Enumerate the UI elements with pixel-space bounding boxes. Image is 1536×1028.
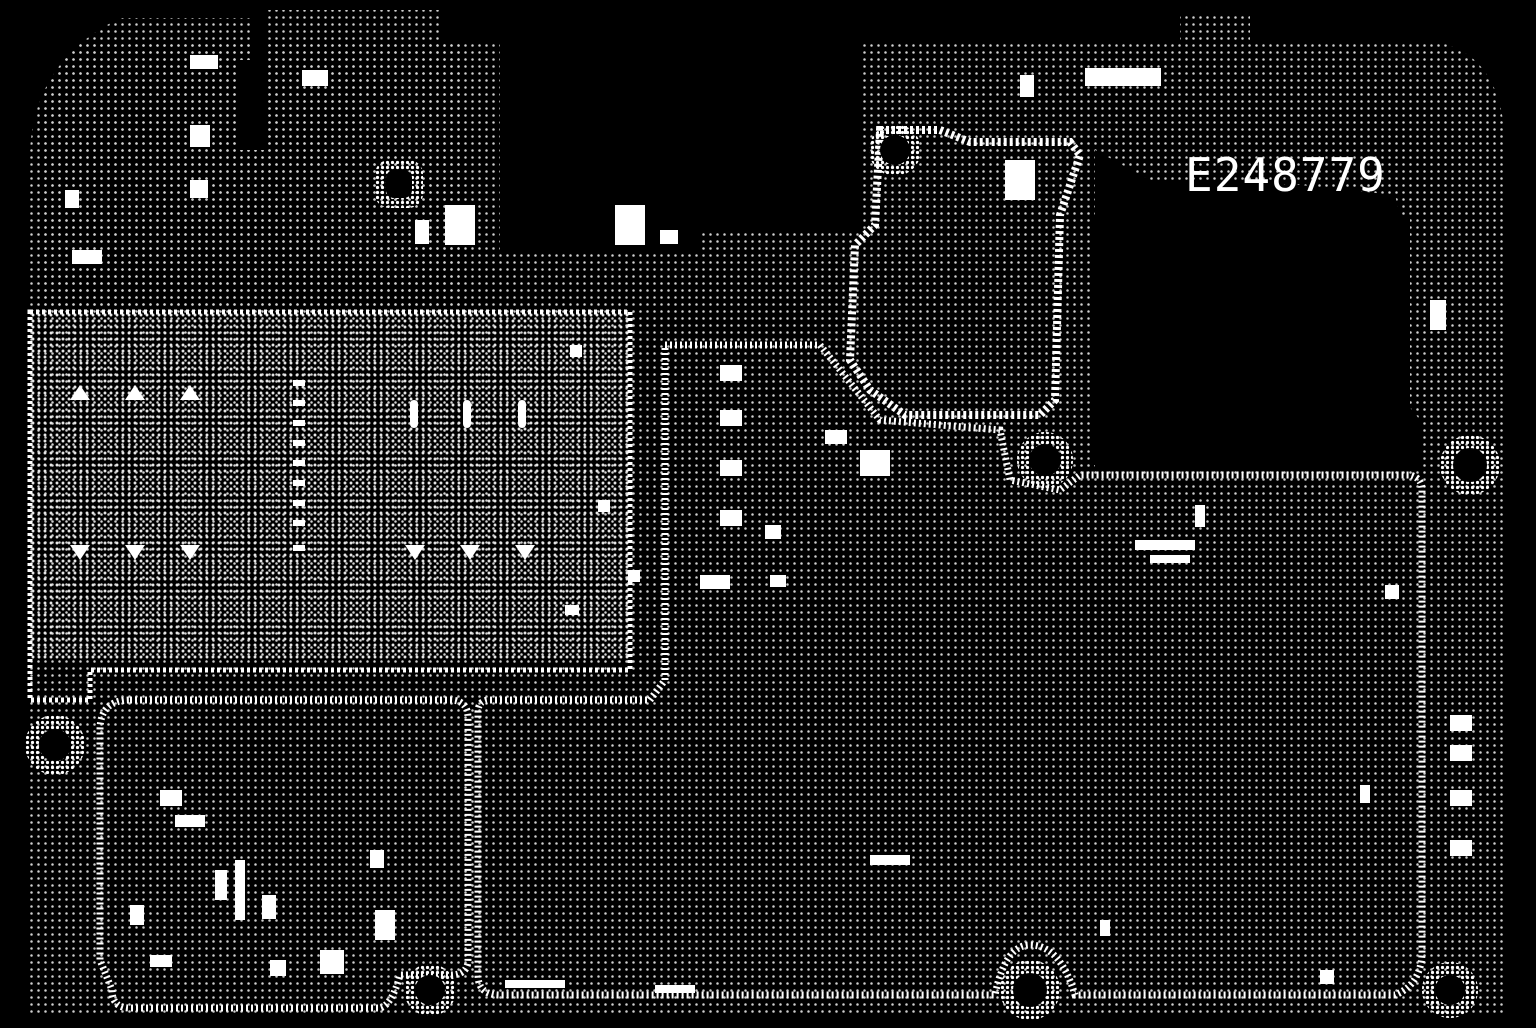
mounting-holes (25, 124, 1500, 1020)
shield-outlines (27, 126, 1426, 1012)
board-cutouts (240, 0, 1420, 470)
serial-label: E248779 (1185, 148, 1386, 202)
components (65, 55, 1472, 993)
